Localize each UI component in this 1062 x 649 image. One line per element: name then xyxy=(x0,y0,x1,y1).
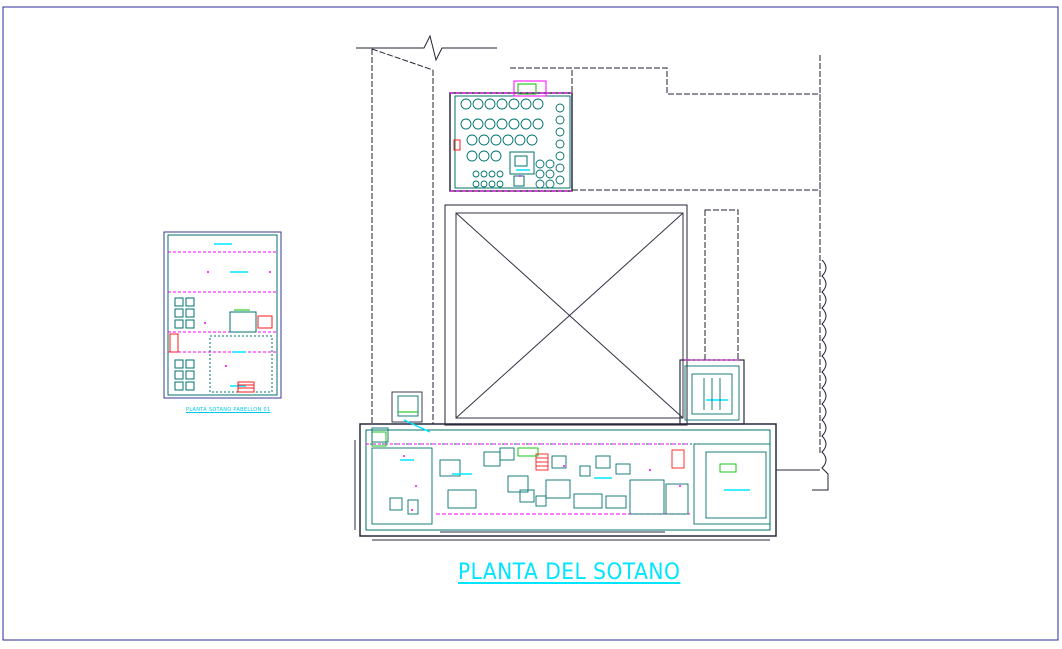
right-boundary-arches xyxy=(812,259,829,491)
basement-block xyxy=(359,399,777,541)
pavilion-plan xyxy=(163,231,282,399)
stair-tower xyxy=(679,359,745,425)
courtyard-void xyxy=(455,212,684,419)
break-line xyxy=(356,34,497,62)
site-outline xyxy=(371,48,821,455)
exterior-steps xyxy=(354,440,820,530)
pavilion-plan-caption: PLANTA SOTANO PABELLON 01 xyxy=(186,407,271,413)
entrance-ramp xyxy=(371,391,431,443)
drawing-frame xyxy=(2,6,1059,641)
drawing-title: PLANTA DEL SOTANO xyxy=(458,560,681,585)
top-dining-block xyxy=(449,80,573,192)
